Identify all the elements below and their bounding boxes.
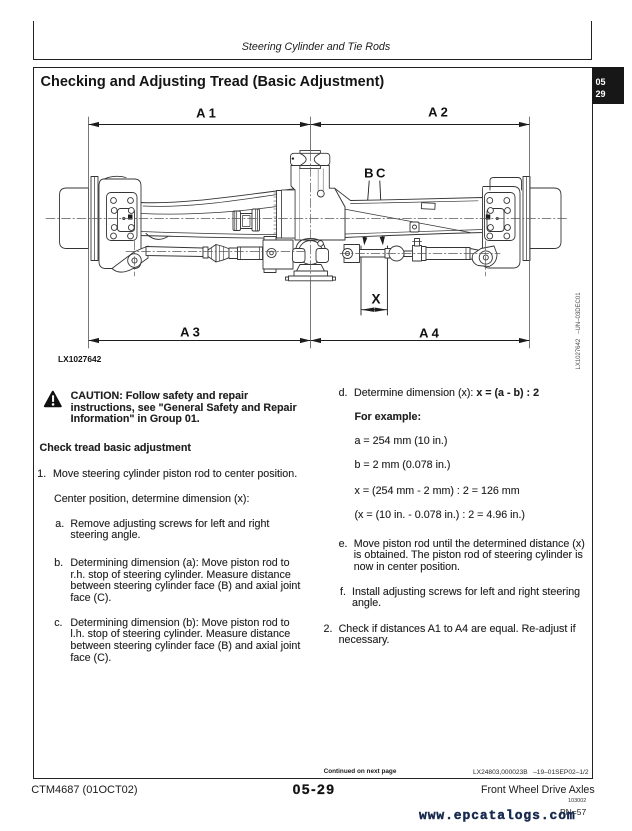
svg-text:A 1: A 1 [196,106,216,121]
svg-text:X: X [371,292,380,307]
svg-text:B: B [364,165,373,180]
svg-text:LX1027642: LX1027642 [58,354,102,364]
svg-text:C: C [376,165,386,180]
svg-text:A 4: A 4 [419,326,440,341]
svg-text:A 3: A 3 [180,325,200,340]
svg-text:LX1027642 –UN–03DEC01: LX1027642 –UN–03DEC01 [576,292,582,370]
svg-text:A 2: A 2 [428,105,448,120]
